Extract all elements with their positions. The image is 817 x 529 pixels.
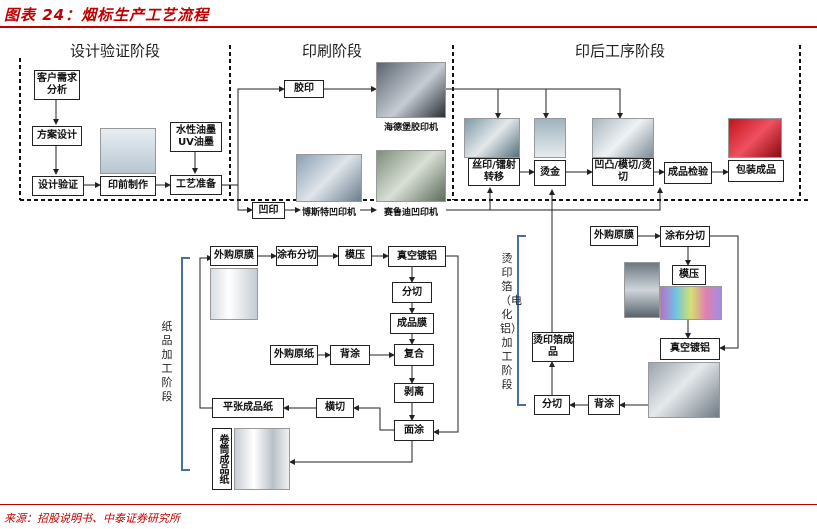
- box-pack-product: 包装成品: [728, 160, 784, 182]
- bobst-machine-photo: [296, 154, 362, 202]
- bobst-machine-label: 博斯特凹印机: [301, 208, 356, 218]
- silk-photo: [464, 118, 520, 158]
- holographic-foil-photo: [660, 286, 722, 320]
- figure-title: 图表 24：烟标生产工艺流程: [4, 6, 210, 24]
- film-rolls-photo: [210, 268, 258, 320]
- box-hot-stamp: 烫金: [534, 160, 566, 186]
- box-paper-press: 模压: [338, 246, 372, 266]
- box-inspect: 成品检验: [664, 162, 712, 184]
- hot-stamp-photo: [534, 118, 566, 158]
- box-foil-film: 外购原膜: [590, 226, 638, 246]
- box-gravure: 凹印: [252, 202, 285, 219]
- box-foil-vacuum: 真空镀铝: [660, 338, 720, 360]
- foil-process-label: 烫印箔（电化铝）加工阶段: [500, 252, 522, 391]
- box-paper-film: 外购原膜: [210, 246, 258, 266]
- box-foil-cut: 分切: [534, 395, 570, 415]
- cerutti-machine-label: 赛鲁迪凹印机: [383, 208, 438, 218]
- plate-machine-photo: [100, 128, 156, 174]
- box-foil-coat: 涂布分切: [660, 226, 710, 247]
- box-silk-laser: 丝印/镭射转移: [468, 158, 520, 186]
- box-plan-design: 方案设计: [32, 126, 82, 146]
- vacuum-machine-photo: [648, 362, 720, 418]
- box-flat-paper: 平张成品纸: [212, 398, 284, 418]
- box-process-prep: 工艺准备: [170, 175, 222, 195]
- foil-machine-photo: [624, 262, 660, 318]
- box-foil-press: 模压: [672, 265, 706, 285]
- box-face-coat: 面涂: [394, 420, 434, 441]
- stage-print-title: 印刷阶段: [302, 42, 363, 60]
- box-plate-making: 印前制作: [100, 176, 156, 196]
- source-note: 来源：招股说明书、中泰证券研究所: [4, 512, 180, 525]
- box-roll-paper: 卷筒成品纸: [212, 428, 232, 490]
- paper-process-label: 纸品加工阶段: [161, 320, 173, 403]
- box-raw-paper: 外购原纸: [270, 345, 318, 365]
- box-foil-back: 背涂: [588, 395, 620, 415]
- box-peel: 剥离: [394, 383, 434, 403]
- stage-post-title: 印后工序阶段: [575, 42, 666, 60]
- box-composite: 复合: [394, 344, 434, 366]
- emboss-photo: [592, 118, 654, 158]
- box-trim: 横切: [316, 398, 354, 418]
- box-emboss-cut: 凹凸/模切/烫切: [592, 158, 654, 186]
- box-paper-coat: 涂布分切: [276, 246, 318, 266]
- stage-design-title: 设计验证阶段: [70, 42, 161, 60]
- box-paper-vacuum: 真空镀铝: [388, 246, 446, 267]
- box-paper-cut: 分切: [392, 282, 432, 303]
- box-ink: 水性油墨UV油墨: [170, 122, 222, 152]
- box-customer-needs: 客户需求分析: [34, 70, 80, 100]
- bottom-divider: [0, 504, 817, 505]
- cerutti-machine-photo: [376, 150, 446, 202]
- offset-machine-photo: [376, 62, 446, 118]
- roll-paper-photo: [234, 428, 290, 490]
- box-paper-back: 背涂: [330, 345, 370, 365]
- box-offset: 胶印: [284, 80, 324, 98]
- box-foil-product: 烫印箔成品: [532, 332, 574, 362]
- box-design-verify: 设计验证: [32, 176, 84, 196]
- pack-photo: [728, 118, 782, 158]
- top-divider: [0, 26, 817, 28]
- box-film-product: 成品膜: [390, 313, 434, 334]
- offset-machine-label: 海德堡胶印机: [383, 123, 438, 133]
